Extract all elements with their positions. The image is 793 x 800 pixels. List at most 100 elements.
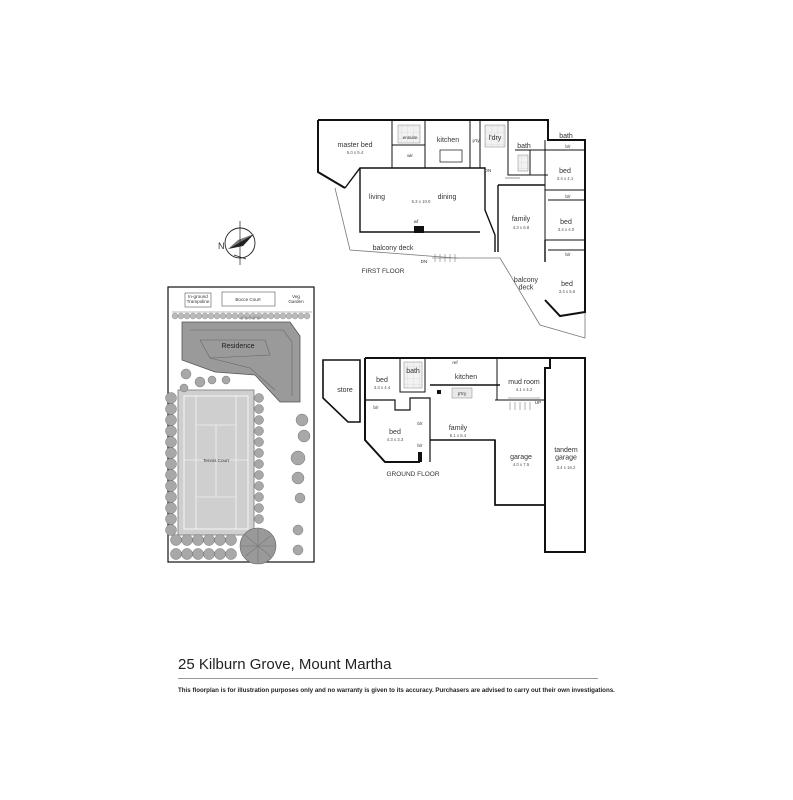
hedge-shrub <box>231 312 239 320</box>
room-label: ensuite <box>403 135 418 140</box>
compass-rose: N <box>218 221 256 265</box>
tree <box>165 480 177 492</box>
hedge-shrub <box>207 312 215 320</box>
tree <box>254 393 264 403</box>
tree <box>207 375 217 385</box>
tree <box>254 415 264 425</box>
tree <box>181 534 193 546</box>
hedge-shrub <box>267 312 275 320</box>
tree <box>192 534 204 546</box>
tree <box>254 470 264 480</box>
tree <box>165 513 177 525</box>
room-label: b/r <box>565 144 571 149</box>
hedge-shrub <box>285 312 293 320</box>
tree <box>254 448 264 458</box>
hedge-shrub <box>183 312 191 320</box>
hedge-shrub <box>213 312 221 320</box>
room-dimension: 3.4 x 4.1 <box>557 176 574 181</box>
tree <box>165 403 177 415</box>
tree <box>254 514 264 524</box>
tree <box>165 436 177 448</box>
tree <box>194 376 206 388</box>
room-label: ref <box>452 360 458 365</box>
room-label: b/r <box>565 252 571 257</box>
hedge-shrub <box>195 312 203 320</box>
site-label: Bocce Court <box>235 297 261 302</box>
tree <box>203 548 215 560</box>
property-address: 25 Kilburn Grove, Mount Martha <box>178 656 392 673</box>
room-label: wir <box>407 153 413 158</box>
tree <box>165 425 177 437</box>
room-label: kitchen <box>455 374 477 381</box>
room-label: master bed <box>337 142 372 149</box>
ground-floor-labels: store bed 3.3 x 4.4 bath kitchen p'try r… <box>337 360 578 478</box>
tree <box>165 458 177 470</box>
tree <box>165 491 177 503</box>
tree <box>225 548 237 560</box>
room-dimension: 4.3 x 3.3 <box>387 437 404 442</box>
room-label: bath <box>406 368 420 375</box>
tree <box>254 503 264 513</box>
room-dimension: 3.3 x 4.4 <box>374 385 391 390</box>
room-label: family <box>449 425 468 432</box>
first-floor-labels: master bed 5.0 x 5.4 ensuite wir kitchen… <box>337 133 575 294</box>
room-dimension: 5.1 x 6.4 <box>450 433 467 438</box>
room-dimension: 3.4 x 4.0 <box>558 227 575 232</box>
room-label: b/r <box>565 194 571 199</box>
first-floor-plan <box>317 119 586 339</box>
divider <box>178 678 598 679</box>
room-label: store <box>337 387 353 394</box>
site-label: Tennis Court <box>203 458 230 463</box>
tree <box>225 534 237 546</box>
room-dimension: 4.1 x 4.2 <box>516 387 533 392</box>
room-label: bed <box>561 281 573 288</box>
room-label: UP <box>535 400 541 405</box>
room-label: bed <box>560 219 572 226</box>
hedge-shrub <box>177 312 185 320</box>
hedge-shrub <box>201 312 209 320</box>
room-label: bath <box>559 133 573 140</box>
room-label: kitchen <box>437 137 459 144</box>
room-dimension: 4.0 x 7.5 <box>513 462 530 467</box>
site-plan <box>165 286 315 565</box>
tree <box>165 502 177 514</box>
room-label: l'dry <box>489 135 502 142</box>
tree <box>203 534 215 546</box>
tree <box>292 524 304 536</box>
room-label: b/r <box>417 421 423 426</box>
tree <box>221 375 231 385</box>
tree <box>165 447 177 459</box>
room-dimension: 3.4 x 16.2 <box>557 465 576 470</box>
room-dimension: 5.0 x 5.4 <box>347 150 364 155</box>
tree <box>254 426 264 436</box>
room-label: p'try <box>458 391 467 396</box>
tree <box>294 492 306 504</box>
section-title: GROUND FLOOR <box>386 471 439 478</box>
room-label: DN <box>421 259 428 264</box>
hedge-shrub <box>171 312 179 320</box>
hedge-shrub <box>189 312 197 320</box>
room-label: wf <box>414 219 419 224</box>
hedge-shrub <box>297 312 305 320</box>
tree <box>295 413 309 427</box>
hedge-shrub <box>303 312 311 320</box>
hedge-shrub <box>279 312 287 320</box>
tree <box>214 534 226 546</box>
disclaimer-text: This floorplan is for illustration purpo… <box>178 687 615 694</box>
room-label: mud room <box>508 379 540 386</box>
section-title: FIRST FLOOR <box>362 268 405 275</box>
room-label: b/r <box>373 405 379 410</box>
room-label: bath <box>517 143 531 150</box>
room-label: b/r <box>417 443 423 448</box>
room-label: living <box>369 194 385 201</box>
room-label: p'ty <box>472 138 480 143</box>
room-label: family <box>512 216 531 223</box>
tree <box>254 492 264 502</box>
room-label: dining <box>438 194 457 201</box>
site-label: Residence <box>221 343 254 350</box>
